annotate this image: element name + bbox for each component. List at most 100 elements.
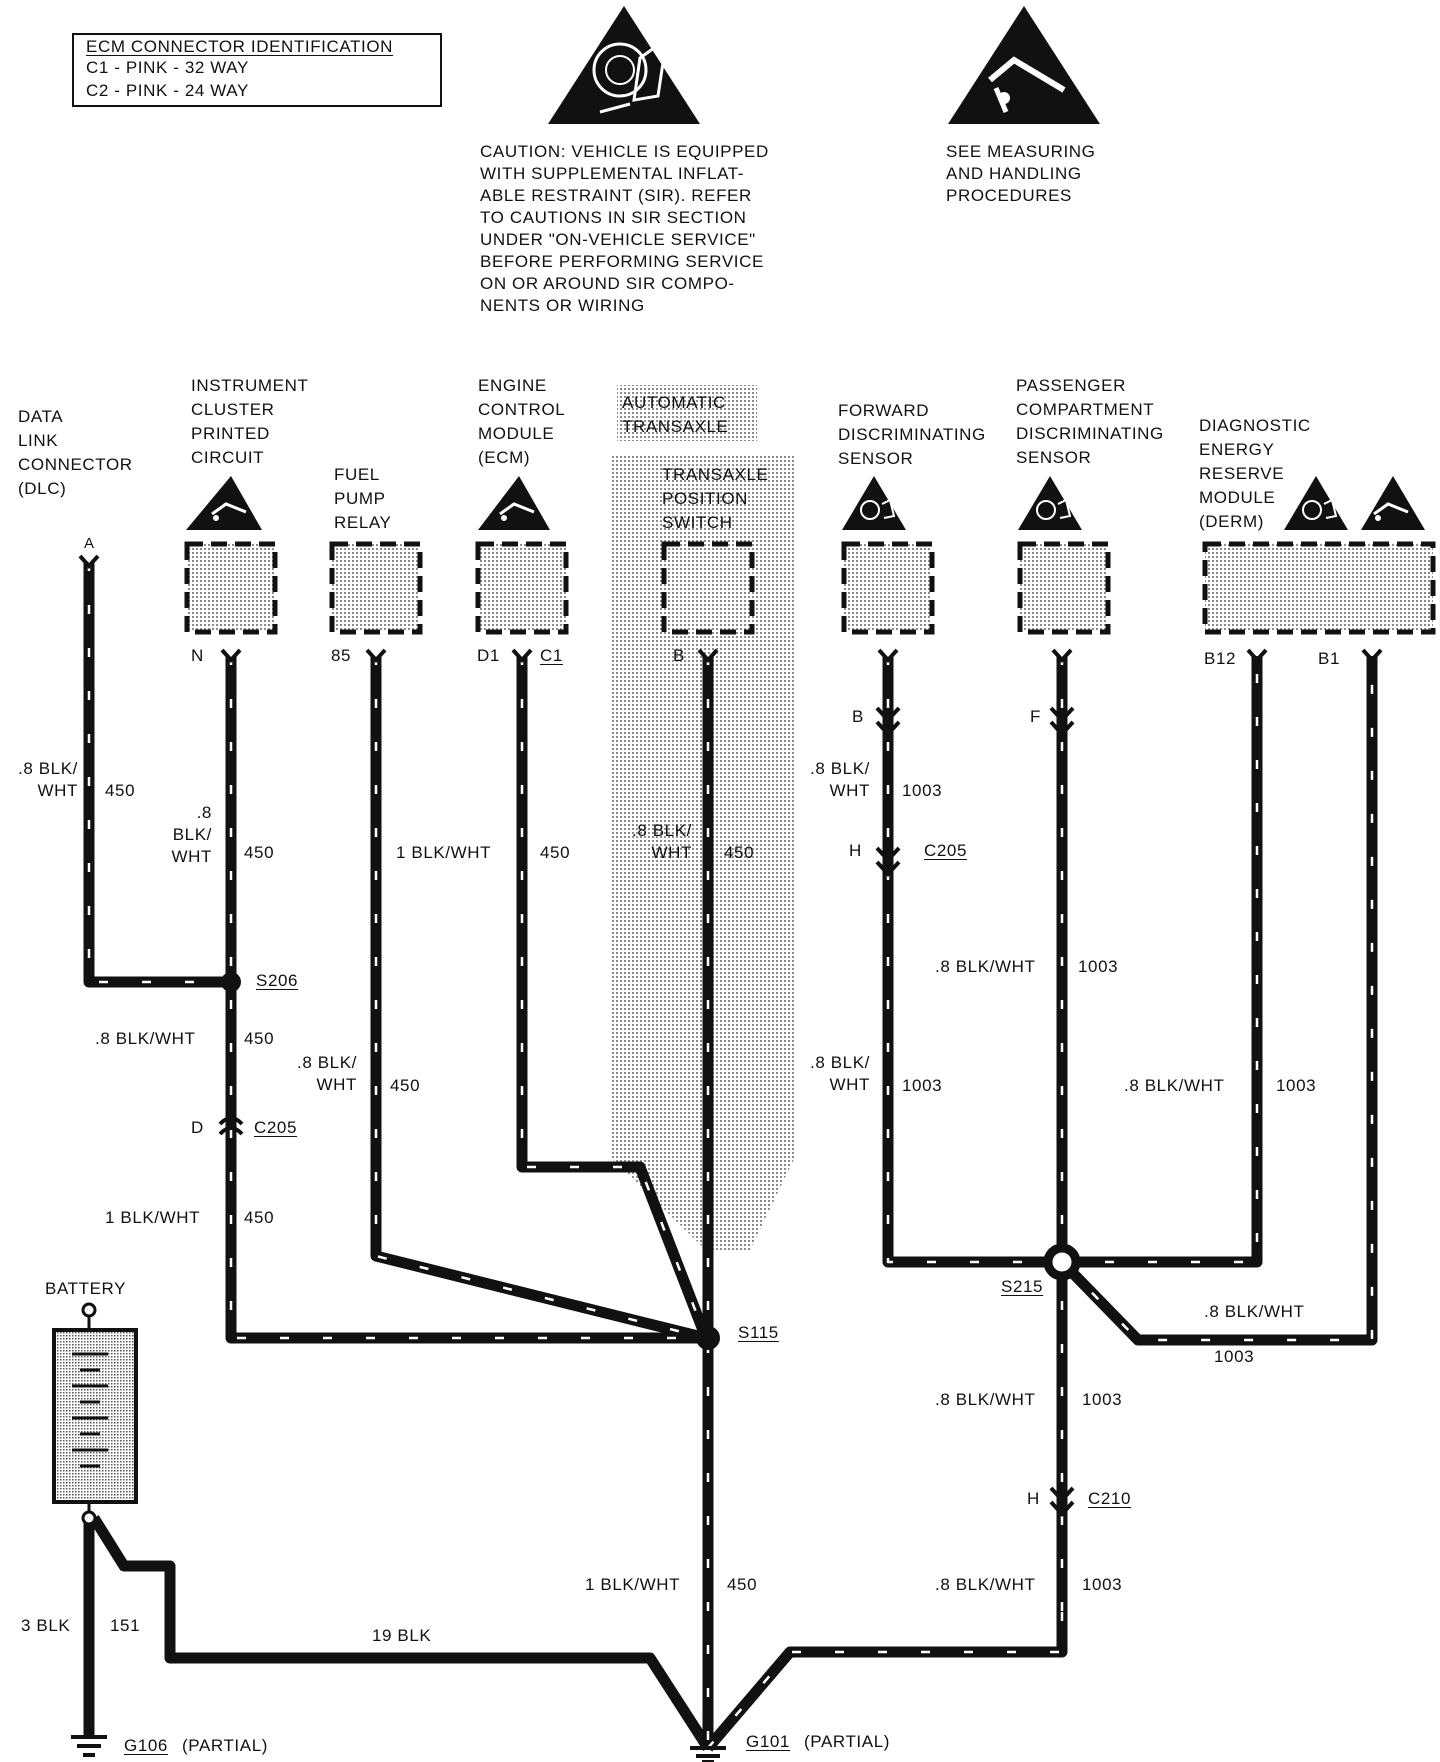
pcds-sir-icon: [1018, 476, 1082, 530]
wire-label: 1 BLK/WHT: [105, 1208, 201, 1227]
fds-box: [841, 541, 935, 635]
legend-box: [72, 33, 442, 107]
wire-label: .8 BLK/WHT: [935, 1575, 1036, 1594]
wire-label: 3 BLK: [21, 1616, 71, 1635]
battery-icon: [52, 1302, 138, 1526]
circuit-label: 450: [244, 1208, 275, 1227]
wire-label: 19 BLK: [372, 1626, 432, 1645]
wire-label: .8 BLK/ WHT: [18, 759, 78, 800]
sir-caution-icon: [548, 6, 700, 124]
derm-box: [1202, 541, 1436, 635]
pin-a: A: [84, 535, 95, 552]
derm-label: DIAGNOSTIC ENERGY RESERVE MODULE (DERM): [1199, 416, 1311, 531]
wire-label: 1 BLK/WHT: [585, 1575, 681, 1594]
circuit-label: 450: [244, 1029, 275, 1048]
wire-label: .8 BLK/WHT: [95, 1029, 196, 1048]
ground-g101-label: G101: [746, 1732, 790, 1751]
circuit-label: 450: [105, 781, 136, 800]
pin-d-c205: D: [191, 1118, 204, 1137]
pin-85: 85: [331, 646, 352, 665]
ground-g101-partial: (PARTIAL): [804, 1732, 891, 1751]
pcds-label: PASSENGER COMPARTMENT DISCRIMINATING SEN…: [1016, 376, 1164, 467]
derm-sir-icon: [1284, 476, 1348, 530]
ground-g106-label: G106: [124, 1736, 168, 1755]
wire-label: .8 BLK/WHT: [1204, 1302, 1305, 1321]
pin-c1: C1: [540, 646, 563, 665]
derm-esd-icon: [1361, 476, 1425, 530]
fds-label: FORWARD DISCRIMINATING SENSOR: [838, 401, 986, 468]
wire-label: .8 BLK/WHT: [935, 957, 1036, 976]
ground-icon: [690, 1746, 726, 1762]
wire-label: .8 BLK/ WHT: [171, 803, 212, 866]
fds-sir-icon: [842, 476, 906, 530]
connector-c210-label: C210: [1088, 1489, 1132, 1508]
ipc-esd-icon: [186, 476, 262, 530]
ipc-label: INSTRUMENT CLUSTER PRINTED CIRCUIT: [191, 376, 309, 467]
dlc-label: DATA LINK CONNECTOR (DLC): [18, 407, 133, 498]
wire-label: .8 BLK/WHT: [1124, 1076, 1225, 1095]
circuit-label: 1003: [902, 781, 943, 800]
splice-s206-label: S206: [256, 971, 299, 990]
fuel-pump-relay-label: FUEL PUMP RELAY: [334, 465, 392, 532]
pin-f-pcds: F: [1030, 707, 1041, 726]
legend-c1: C1 - PINK - 32 WAY: [86, 58, 249, 77]
fuel-pump-relay-box: [329, 541, 423, 635]
tps-label: TRANSAXLE POSITION SWITCH: [662, 465, 769, 532]
circuit-label: 151: [110, 1616, 141, 1635]
pin-b12: B12: [1204, 649, 1237, 668]
splice-s115-label: S115: [738, 1323, 779, 1342]
wire-label: .8 BLK/ WHT: [810, 759, 870, 800]
battery-label: BATTERY: [45, 1279, 127, 1298]
splice-s215: [1043, 1243, 1081, 1281]
circuit-label: 1003: [1214, 1347, 1255, 1366]
sir-caution-text: CAUTION: VEHICLE IS EQUIPPED WITH SUPPLE…: [480, 142, 769, 315]
wire-stripes: [87, 562, 1374, 1749]
ecm-label: ENGINE CONTROL MODULE (ECM): [478, 376, 566, 467]
tps-box: [661, 541, 755, 635]
circuit-label: 450: [540, 843, 571, 862]
wire-label: 1 BLK/WHT: [396, 843, 492, 862]
pin-h-c210: H: [1027, 1489, 1040, 1508]
circuit-label: 1003: [1078, 957, 1119, 976]
pcds-box: [1017, 541, 1111, 635]
splice-s206: [221, 972, 241, 992]
pin-n: N: [191, 646, 204, 665]
wire-label: .8 BLK/WHT: [935, 1390, 1036, 1409]
circuit-label: 450: [727, 1575, 758, 1594]
automatic-transaxle-label: AUTOMATIC TRANSAXLE: [622, 393, 729, 436]
wire-label: .8 BLK/ WHT: [632, 821, 692, 862]
circuit-label: 450: [390, 1076, 421, 1095]
wire-label: .8 BLK/ WHT: [810, 1053, 870, 1094]
pin-terminals: [78, 554, 1383, 663]
pin-b-fds: B: [852, 707, 864, 726]
legend-c2: C2 - PINK - 24 WAY: [86, 81, 249, 100]
esd-icon: [948, 6, 1100, 124]
connector-c205-label: C205: [254, 1118, 298, 1137]
circuit-label: 1003: [1082, 1390, 1123, 1409]
automatic-transaxle-label-bg: [617, 385, 757, 441]
ecm-box: [475, 541, 569, 635]
wire-label: .8 BLK/ WHT: [297, 1053, 357, 1094]
circuit-label: 1003: [1276, 1076, 1317, 1095]
pin-b1: B1: [1318, 649, 1340, 668]
wires: [83, 562, 1378, 1752]
ground-g106-partial: (PARTIAL): [182, 1736, 269, 1755]
ipc-box: [184, 541, 278, 635]
connector-c205-label: C205: [924, 841, 968, 860]
pin-h-c205: H: [849, 841, 862, 860]
splice-s115: [696, 1326, 720, 1350]
circuit-label: 1003: [902, 1076, 943, 1095]
circuit-label: 450: [244, 843, 275, 862]
splice-s215-label: S215: [1001, 1277, 1044, 1296]
ecm-esd-icon: [478, 476, 550, 530]
pin-d1: D1: [477, 646, 500, 665]
circuit-label: 1003: [1082, 1575, 1123, 1594]
esd-note-text: SEE MEASURING AND HANDLING PROCEDURES: [946, 142, 1096, 205]
circuit-label: 450: [724, 843, 755, 862]
legend-title: ECM CONNECTOR IDENTIFICATION: [86, 37, 394, 56]
pin-b-tps: B: [673, 646, 685, 665]
connector-icon: [218, 706, 1075, 1517]
ground-icon: [71, 1735, 107, 1757]
